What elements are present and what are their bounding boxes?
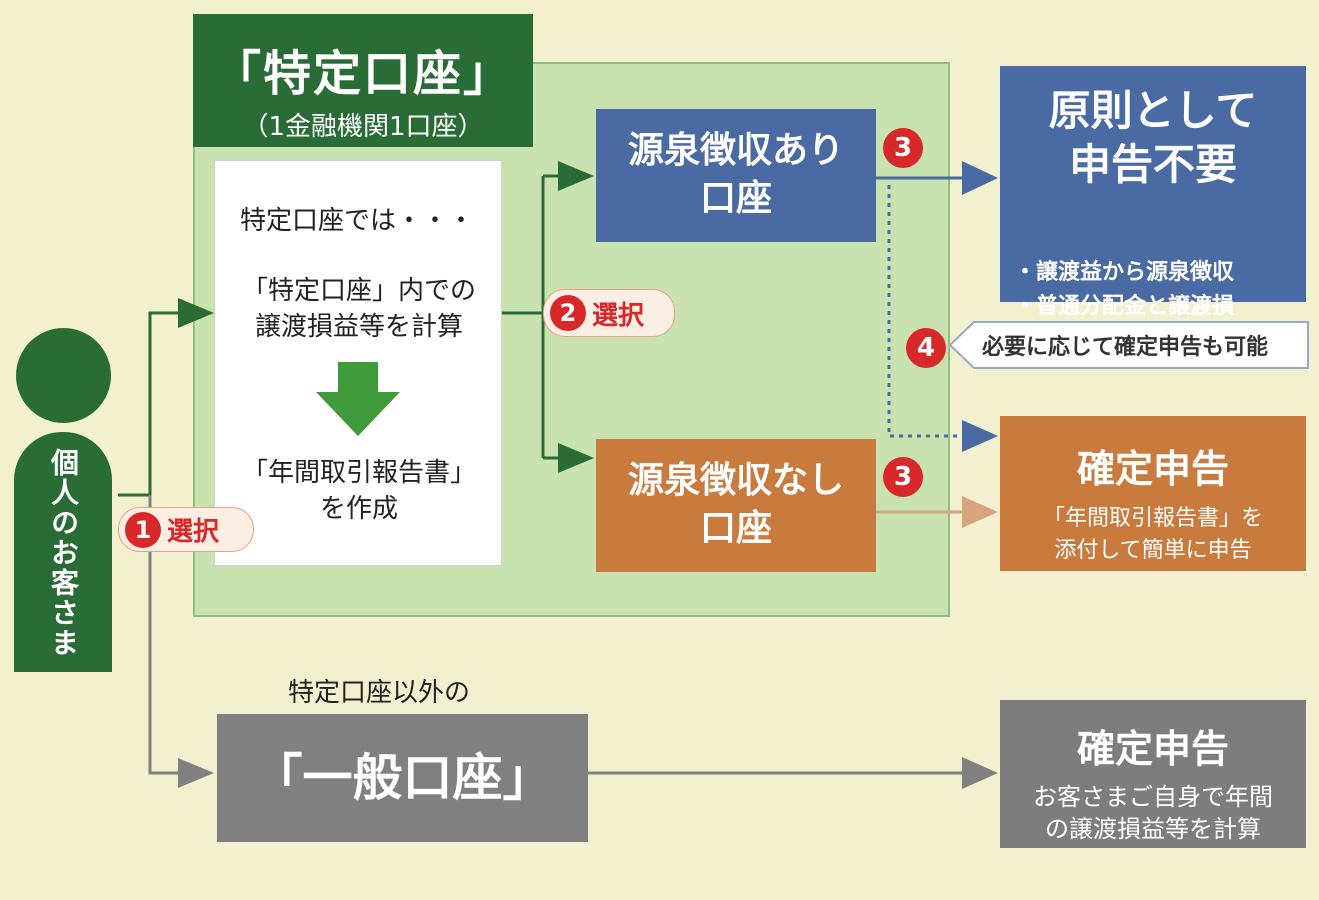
note4-callout-shape	[950, 321, 1309, 369]
step1-select-pill: 1 選択	[118, 507, 254, 552]
step2-number: 2	[550, 295, 586, 331]
result-tax-return-self-desc: お客さまご自身で年間 の譲渡損益等を計算	[1033, 783, 1273, 843]
result-no-filing-bullet1: ・譲渡益から源泉徴収	[1014, 260, 1235, 285]
tokutei-intro-text: 特定口座では・・・	[240, 206, 475, 236]
result-no-filing-box: 原則として 申告不要 ・譲渡益から源泉徴収 ・普通分配金と譲渡損 との損益通算	[1000, 66, 1306, 349]
step1-label: 選択	[167, 517, 220, 547]
result-tax-return-simple-box: 確定申告 「年間取引報告書」を 添付して簡単に申告	[1000, 416, 1306, 571]
tokutei-title: 「特定口座」	[212, 46, 513, 102]
step3-badge-nashi: 3	[883, 457, 923, 497]
result-no-filing-title: 原則として 申告不要	[1048, 86, 1258, 189]
step3-badge-ari: 3	[883, 128, 923, 168]
step2-label: 選択	[592, 300, 645, 331]
tokutei-account-header: 「特定口座」 （1金融機関1口座）	[193, 14, 533, 147]
ippan-account-box: 「一般口座」	[217, 714, 588, 842]
result-tax-return-self-box: 確定申告 お客さまご自身で年間 の譲渡損益等を計算	[1000, 700, 1306, 848]
result-tax-return-self-title: 確定申告	[1076, 727, 1229, 771]
arrow-ari-to-fuyou	[876, 161, 998, 195]
arrow-ippan-to-kakutei	[588, 757, 998, 789]
result-tax-return-simple-title: 確定申告	[1076, 447, 1229, 491]
gensen-nashi-account-box: 源泉徴収なし 口座	[596, 439, 876, 572]
arrow-nashi-to-kakutei	[876, 496, 998, 528]
person-body-icon	[14, 432, 112, 672]
note4-text: 必要に応じて確定申告も可能	[982, 335, 1269, 360]
step1-number: 1	[125, 511, 161, 548]
step2-select-pill: 2 選択	[543, 289, 675, 337]
ippan-caption: 特定口座以外の	[288, 678, 471, 708]
tokutei-calc-text: 「特定口座」内での 譲渡損益等を計算	[241, 276, 476, 342]
arrow-person-to-tokutei	[118, 298, 214, 497]
arrow-ari-to-kakutei-dotted	[887, 185, 998, 452]
person-label: 個人のお客さま	[47, 448, 80, 658]
gensen-ari-account-box: 源泉徴収あり 口座	[596, 109, 876, 242]
step4-badge: 4	[906, 328, 946, 368]
tokutei-subtitle: （1金融機関1口座）	[242, 112, 484, 142]
result-tax-return-simple-desc: 「年間取引報告書」を 添付して簡単に申告	[1042, 506, 1263, 563]
person-head-icon	[16, 328, 111, 423]
down-arrow-icon	[316, 362, 400, 436]
tokutei-report-text: 「年間取引報告書」 を作成	[241, 458, 476, 524]
arrow-person-to-ippan	[148, 495, 214, 788]
